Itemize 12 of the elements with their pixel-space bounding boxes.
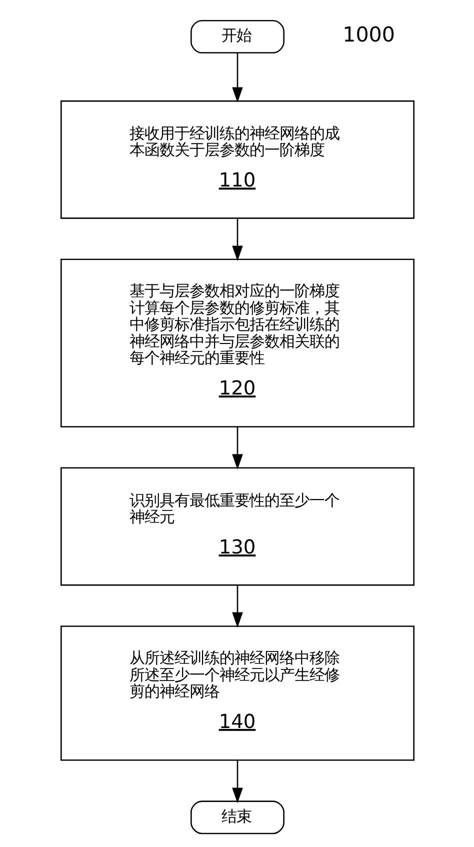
node-box: 开始: [190, 20, 284, 54]
node-box: 从所述经训练的神经网络中移除所述至少一个神经元以产生经修剪的神经网络 140: [60, 626, 414, 761]
arrow: [232, 426, 242, 470]
label: 1000: [342, 22, 394, 47]
node-box: 接收用于经训练的神经网络的成本函数关于层参数的一阶梯度 110: [60, 100, 414, 219]
arrow: [232, 53, 242, 103]
node-box: 结束: [190, 800, 284, 834]
arrow: [232, 218, 242, 262]
arrow: [232, 585, 242, 628]
node-box: 识别具有最低重要性的至少一个神经元 130: [60, 467, 414, 586]
node-box: 基于与层参数相对应的一阶梯度计算每个层参数的修剪标准，其中修剪标准指示包括在经训练的神经网络中并与层参数相关联的每个神经元的重要性 120: [60, 258, 414, 428]
arrow: [232, 760, 242, 804]
